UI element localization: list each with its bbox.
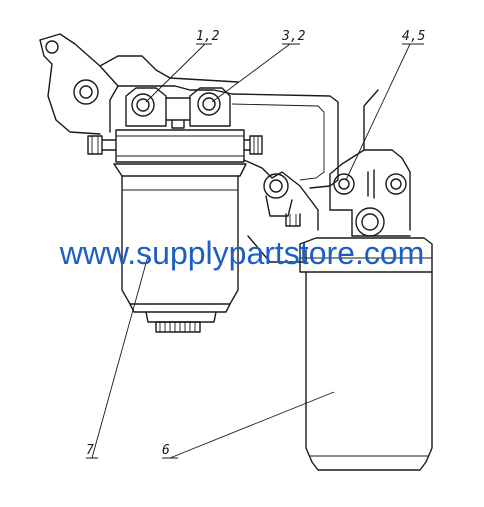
callout-7: 7 bbox=[86, 443, 94, 458]
oil-filter-head bbox=[329, 89, 411, 237]
leader-7 bbox=[86, 255, 149, 459]
callout-1-2: 1,2 bbox=[196, 29, 220, 44]
callout-3-2: 3,2 bbox=[281, 29, 306, 44]
spin-on-filter-canister bbox=[299, 237, 433, 471]
filter-clamp-band bbox=[87, 129, 263, 163]
fuel-filter-body bbox=[113, 163, 247, 333]
watermark-text: www.supplypartstore.com bbox=[59, 235, 425, 271]
callout-4-5: 4,5 bbox=[402, 29, 426, 44]
leader-3-2 bbox=[211, 43, 300, 103]
leader-6 bbox=[162, 391, 335, 459]
leader-1-2 bbox=[145, 43, 212, 103]
connecting-bracket bbox=[243, 159, 319, 263]
filter-head bbox=[125, 87, 231, 129]
callout-labels: 1,2 3,2 4,5 7 6 bbox=[86, 29, 426, 458]
mounting-bracket bbox=[39, 33, 339, 189]
leader-4-5 bbox=[345, 43, 424, 181]
callout-6: 6 bbox=[162, 443, 170, 458]
leader-lines bbox=[86, 43, 424, 459]
